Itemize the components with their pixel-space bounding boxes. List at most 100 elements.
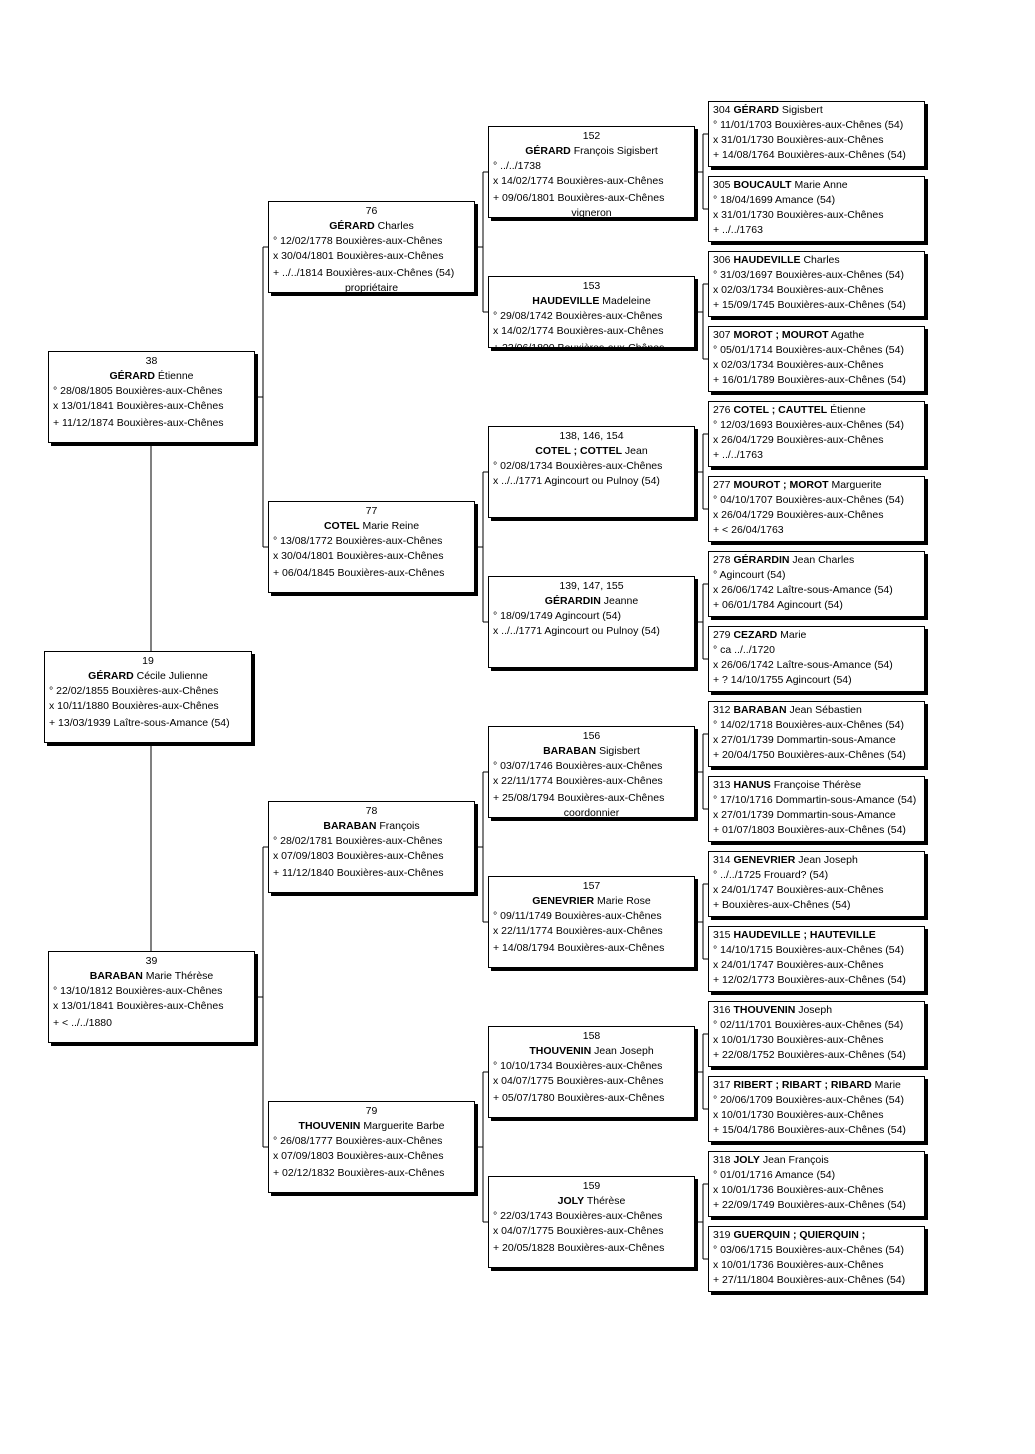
person-card-314[interactable]: 314 GENEVRIER Jean Joseph° ../../1725 Fr… [708, 851, 925, 917]
birth-event: ° 14/10/1715 Bouxières-aux-Chênes (54) [713, 944, 904, 956]
marriage-event: x 10/11/1880 Bouxières-aux-Chênes [49, 700, 219, 712]
marriage-event: x 10/01/1736 Bouxières-aux-Chênes [713, 1259, 884, 1271]
sosa-number: 19 [142, 655, 154, 667]
death-event: + 14/08/1794 Bouxières-aux-Chênes [493, 942, 665, 954]
birth-event: ° 11/01/1703 Bouxières-aux-Chênes (54) [713, 119, 904, 131]
person-card-318[interactable]: 318 JOLY Jean François° 01/01/1716 Amanc… [708, 1151, 925, 1217]
death-event: + 27/11/1804 Bouxières-aux-Chênes (54) [713, 1274, 906, 1286]
marriage-event: x 14/02/1774 Bouxières-aux-Chênes [493, 325, 664, 337]
death-event: + Bouxières-aux-Chênes (54) [713, 899, 851, 911]
person-card-316[interactable]: 316 THOUVENIN Joseph° 02/11/1701 Bouxièr… [708, 1001, 925, 1067]
birth-event: ° 18/04/1699 Amance (54) [713, 194, 836, 206]
person-name: BARABAN Marie Thérèse [49, 969, 254, 984]
person-card-319[interactable]: 319 GUERQUIN ; QUIERQUIN ; ° 03/06/1715 … [708, 1226, 925, 1292]
birth-event: ° 22/03/1743 Bouxières-aux-Chênes [493, 1210, 663, 1222]
person-name: HAUDEVILLE Madeleine [489, 294, 694, 309]
birth-event: ° 28/02/1781 Bouxières-aux-Chênes [273, 835, 443, 847]
birth-event: ° 04/10/1707 Bouxières-aux-Chênes (54) [713, 494, 904, 506]
surname: MOROT ; MOUROT [733, 329, 829, 341]
person-header: 315 HAUDEVILLE ; HAUTEVILLE [709, 928, 924, 943]
given-name: Marie Thérèse [145, 970, 214, 982]
person-name: BARABAN Sigisbert [489, 744, 694, 759]
person-card-313[interactable]: 313 HANUS Françoise Thérèse° 17/10/1716 … [708, 776, 925, 842]
person-card-276[interactable]: 276 COTEL ; CAUTTEL Étienne° 12/03/1693 … [708, 401, 925, 467]
death-event: + 15/09/1745 Bouxières-aux-Chênes (54) [713, 299, 906, 311]
surname: GÉRARDIN [544, 595, 601, 607]
birth-event: ° 31/03/1697 Bouxières-aux-Chênes (54) [713, 269, 904, 281]
surname: HAUDEVILLE [733, 254, 801, 266]
sosa-number: 157 [582, 880, 601, 892]
given-name: Jean Joseph [594, 1045, 654, 1057]
death-event: + < 26/04/1763 [713, 524, 784, 536]
birth-event: ° 13/10/1812 Bouxières-aux-Chênes [53, 985, 223, 997]
person-card-278[interactable]: 278 GÉRARDIN Jean Charles° Agincourt (54… [708, 551, 925, 617]
birth-event: ° 14/02/1718 Bouxières-aux-Chênes (54) [713, 719, 904, 731]
birth-event: ° 20/06/1709 Bouxières-aux-Chênes (54) [713, 1094, 904, 1106]
person-header: 305 BOUCAULT Marie Anne [709, 178, 924, 193]
person-header: 277 MOUROT ; MOROT Marguerite [709, 478, 924, 493]
surname: HANUS [733, 779, 771, 791]
surname: COTEL [323, 520, 360, 532]
birth-event: ° 03/06/1715 Bouxières-aux-Chênes (54) [713, 1244, 904, 1256]
death-event: + 01/07/1803 Bouxières-aux-Chênes (54) [713, 824, 906, 836]
birth-event: ° ../../1725 Frouard? (54) [713, 869, 829, 881]
sosa-number: 307 [713, 329, 731, 341]
marriage-event: x 30/04/1801 Bouxières-aux-Chênes [273, 550, 444, 562]
person-card-312[interactable]: 312 BARABAN Jean Sébastien° 14/02/1718 B… [708, 701, 925, 767]
surname: GÉRARD [525, 145, 571, 157]
marriage-event: x 22/11/1774 Bouxières-aux-Chênes [493, 775, 663, 787]
birth-event: ° 28/08/1805 Bouxières-aux-Chênes [53, 385, 223, 397]
surname: GENEVRIER [532, 895, 595, 907]
marriage-event: x 04/07/1775 Bouxières-aux-Chênes [493, 1225, 664, 1237]
person-header: 307 MOROT ; MOUROT Agathe [709, 328, 924, 343]
marriage-event: x 24/01/1747 Bouxières-aux-Chênes [713, 884, 884, 896]
given-name: Marie [780, 629, 807, 641]
person-card-317[interactable]: 317 RIBERT ; RIBART ; RIBARD Marie° 20/0… [708, 1076, 925, 1142]
person-header: 276 COTEL ; CAUTTEL Étienne [709, 403, 924, 418]
person-card-307[interactable]: 307 MOROT ; MOUROT Agathe° 05/01/1714 Bo… [708, 326, 925, 392]
death-event: + 22/09/1749 Bouxières-aux-Chênes (54) [713, 1199, 906, 1211]
person-card-306[interactable]: 306 HAUDEVILLE Charles° 31/03/1697 Bouxi… [708, 251, 925, 317]
given-name: François [379, 820, 420, 832]
given-name: Marie Rose [597, 895, 651, 907]
marriage-event: x 04/07/1775 Bouxières-aux-Chênes [493, 1075, 664, 1087]
marriage-event: x 10/01/1730 Bouxières-aux-Chênes [713, 1109, 884, 1121]
sosa-number: 138, 146, 154 [559, 430, 624, 442]
sosa-number: 312 [713, 704, 731, 716]
given-name: Marie Reine [362, 520, 420, 532]
surname: BARABAN [323, 820, 377, 832]
birth-event: ° 17/10/1716 Dommartin-sous-Amance (54) [713, 794, 917, 806]
birth-event: ° 05/01/1714 Bouxières-aux-Chênes (54) [713, 344, 904, 356]
occupation: coordonnier [563, 807, 620, 818]
person-card-315[interactable]: 315 HAUDEVILLE ; HAUTEVILLE ° 14/10/1715… [708, 926, 925, 992]
person-card-305[interactable]: 305 BOUCAULT Marie Anne° 18/04/1699 Aman… [708, 176, 925, 242]
birth-event: ° 03/07/1746 Bouxières-aux-Chênes [493, 760, 663, 772]
death-event: + 02/12/1832 Bouxières-aux-Chênes [273, 1167, 445, 1179]
birth-event: ° 13/08/1772 Bouxières-aux-Chênes [273, 535, 443, 547]
marriage-event: x 07/09/1803 Bouxières-aux-Chênes [273, 850, 444, 862]
death-event: + 09/06/1801 Bouxières-aux-Chênes [493, 192, 665, 204]
death-event: + ../../1763 [713, 224, 763, 236]
death-event: + < ../../1880 [53, 1017, 112, 1029]
given-name: Sigisbert [599, 745, 640, 757]
sosa-number: 153 [582, 280, 601, 292]
person-card-277[interactable]: 277 MOUROT ; MOROT Marguerite° 04/10/170… [708, 476, 925, 542]
person-card-304[interactable]: 304 GÉRARD Sigisbert° 11/01/1703 Bouxièr… [708, 101, 925, 167]
